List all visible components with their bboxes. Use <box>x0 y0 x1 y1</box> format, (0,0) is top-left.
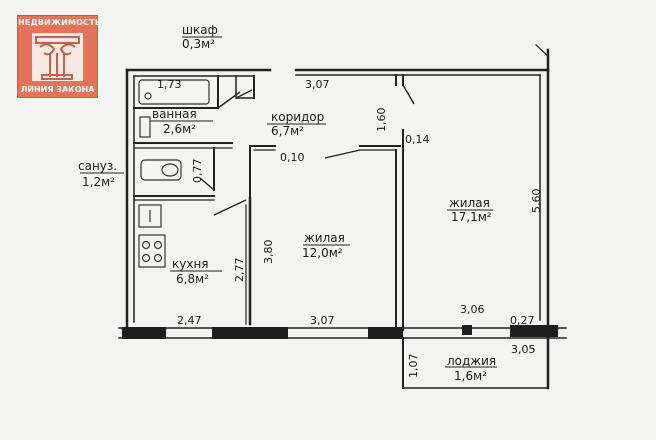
dim-living2-width: 3,06 <box>460 303 485 316</box>
dim-bath-width: 1,73 <box>157 78 182 91</box>
dim-kitchen-width: 2,47 <box>177 314 202 327</box>
logo-top-text: НЕДВИЖИМОСТЬ <box>18 18 102 27</box>
wardrobe-name: шкаф <box>182 23 218 37</box>
fixtures <box>138 79 210 268</box>
dim-living2-height: 5,60 <box>530 189 543 214</box>
dim-loggia-width: 3,05 <box>511 343 536 356</box>
toilet-name: сануз. <box>78 159 117 173</box>
toilet-area: 1,2м² <box>82 175 115 189</box>
logo-bottom-text: ЛИНИЯ ЗАКОНА <box>20 85 95 94</box>
dim-toilet-depth: 0,77 <box>191 159 204 184</box>
kitchen-area: 6,8м² <box>176 272 209 286</box>
living1-name: жилая <box>304 231 345 245</box>
bathroom-name: ванная <box>152 107 197 121</box>
label-underlines <box>80 36 497 368</box>
corridor-name: коридор <box>271 110 324 124</box>
loggia-area: 1,6м² <box>454 369 487 383</box>
dim-living1-width: 3,07 <box>310 314 335 327</box>
living2-area: 17,1м² <box>451 210 492 224</box>
living1-area: 12,0м² <box>302 246 343 260</box>
column-emblem-icon <box>32 33 83 81</box>
dim-kitchen-height: 2,77 <box>233 258 246 283</box>
living2-name: жилая <box>449 196 490 210</box>
dim-loggia-depth: 1,07 <box>407 354 420 379</box>
corridor-area: 6,7м² <box>271 124 304 138</box>
kitchen-name: кухня <box>172 257 209 271</box>
bathroom-area: 2,6м² <box>163 122 196 136</box>
dim-wall-thickness: 0,14 <box>405 133 430 146</box>
loggia-name: лоджия <box>447 354 496 368</box>
company-logo: НЕДВИЖИМОСТЬ ЛИНИЯ ЗАКОНА <box>17 15 102 98</box>
dim-top-corridor: 3,07 <box>305 78 330 91</box>
doors <box>199 84 415 216</box>
dim-living1-height: 3,80 <box>262 240 275 265</box>
windows <box>122 325 558 339</box>
walls <box>118 44 567 390</box>
dim-partition: 0,10 <box>280 151 305 164</box>
dim-loggia-offset: 0,27 <box>510 314 535 327</box>
wardrobe-area: 0,3м² <box>182 37 215 51</box>
dim-corridor-depth: 1,60 <box>375 108 388 133</box>
